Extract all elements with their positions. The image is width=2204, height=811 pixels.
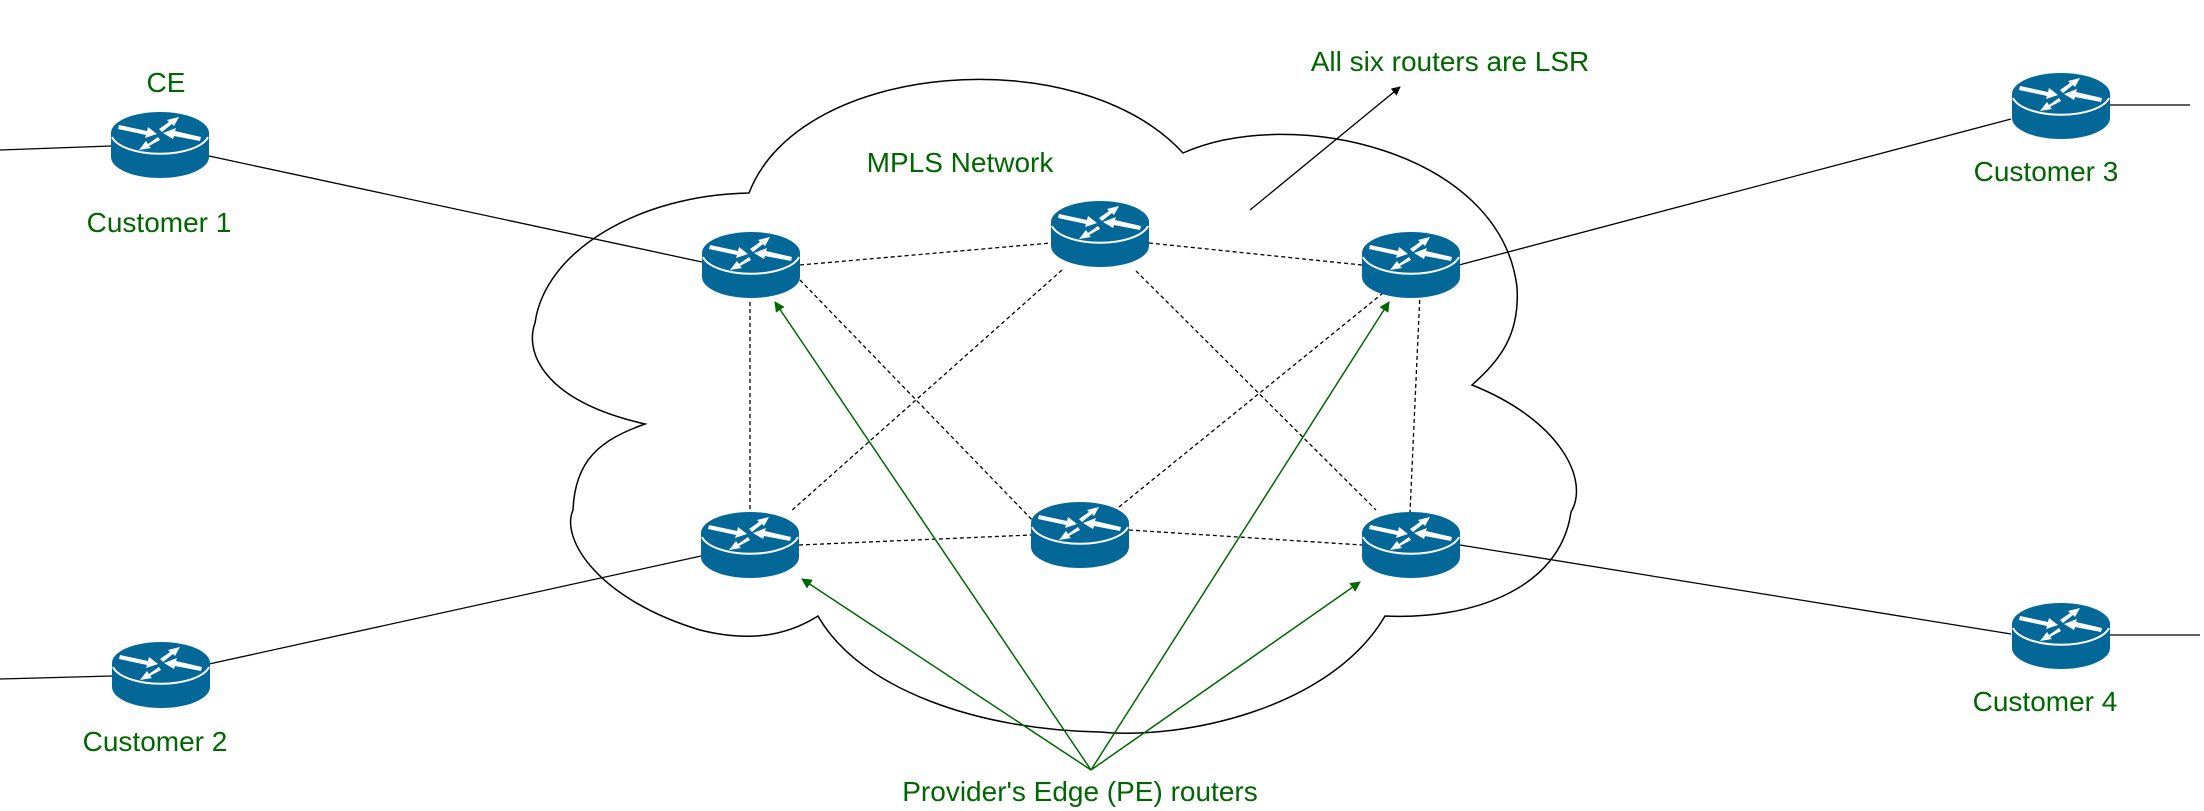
router-icon-customer-4[interactable] [2011, 602, 2111, 670]
link-p-top-pe-4 [1135, 270, 1377, 511]
router-icon-pe-3[interactable] [1361, 231, 1461, 299]
link-pe-2-p-bottom [798, 534, 1032, 546]
link-customer-2-edge [0, 675, 113, 680]
link-pe-1-p-top [799, 242, 1052, 266]
ce-label: CE [147, 67, 186, 98]
lsr-note-arrow [1249, 86, 1401, 211]
link-p-top-pe-2 [789, 269, 1063, 513]
link-customer-3-pe-3 [1458, 118, 2012, 266]
link-customer-1-pe-1 [208, 155, 703, 263]
customer-1-label: Customer 1 [87, 207, 232, 238]
router-icon-p-bottom[interactable] [1030, 501, 1130, 569]
link-p-bottom-pe-3 [1118, 292, 1384, 508]
link-p-bottom-pe-4 [1128, 529, 1363, 546]
router-icon-pe-1[interactable] [701, 231, 801, 299]
lsr-note-label: All six routers are LSR [1311, 46, 1590, 77]
router-icon-customer-3[interactable] [2011, 72, 2111, 140]
core-links [749, 242, 1421, 546]
link-customer-1-edge [0, 145, 112, 151]
link-pe-3-pe-4 [1409, 292, 1421, 513]
pe-arrow-to-pe-1 [774, 301, 1092, 771]
routers [110, 72, 2111, 709]
pe-arrow-to-pe-2 [801, 578, 1092, 771]
router-icon-customer-1[interactable] [110, 111, 210, 179]
router-icon-pe-4[interactable] [1361, 511, 1461, 579]
link-customer-4-pe-4 [1459, 544, 2012, 635]
access-links [0, 104, 2200, 680]
pe-arrow-to-pe-3 [1090, 301, 1390, 771]
pe-arrow-to-pe-4 [1090, 581, 1361, 771]
router-icon-customer-2[interactable] [111, 641, 211, 709]
mpls-cloud [531, 78, 1578, 734]
link-customer-2-pe-2 [208, 555, 702, 665]
pe-pointer-arrows [774, 301, 1390, 771]
router-icon-pe-2[interactable] [700, 511, 800, 579]
link-p-top-pe-3 [1148, 242, 1363, 266]
customer-3-label: Customer 3 [1974, 156, 2119, 187]
pe-note-label: Provider's Edge (PE) routers [902, 776, 1257, 807]
customer-4-label: Customer 4 [1973, 686, 2118, 717]
router-icon-p-top[interactable] [1050, 200, 1150, 268]
mpls-network-label: MPLS Network [867, 147, 1055, 178]
link-pe-1-p-bottom [799, 279, 1040, 528]
customer-2-label: Customer 2 [83, 726, 228, 757]
